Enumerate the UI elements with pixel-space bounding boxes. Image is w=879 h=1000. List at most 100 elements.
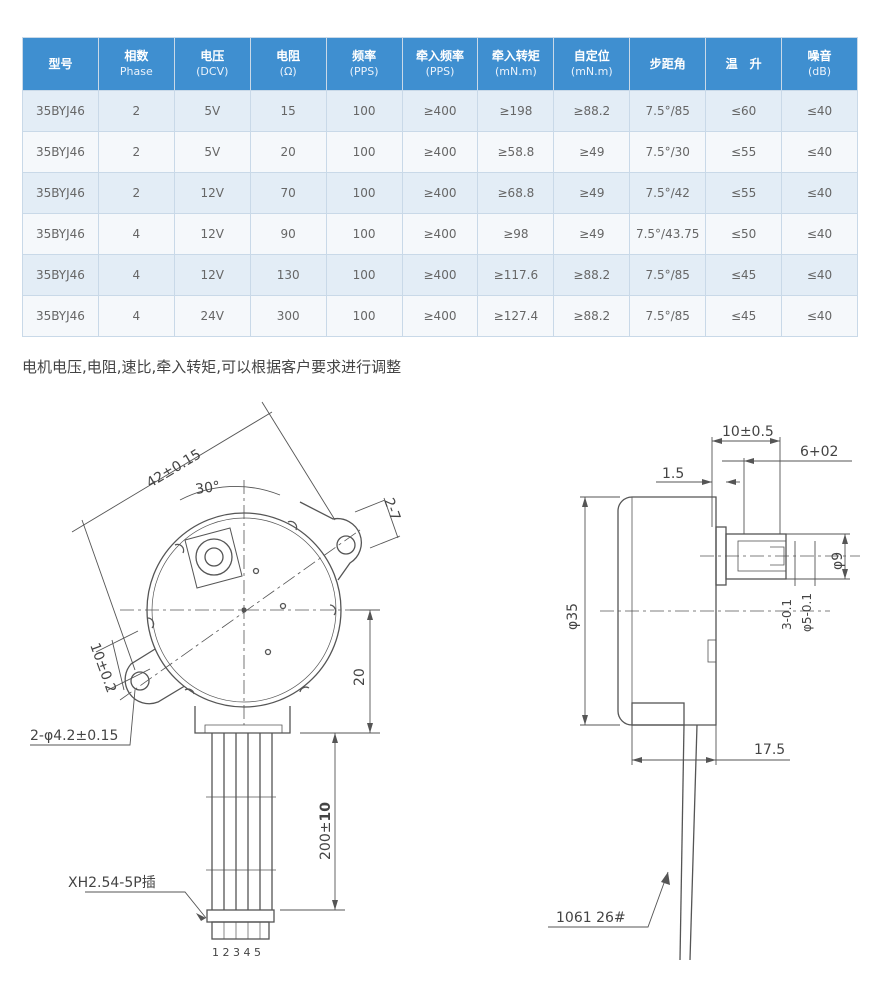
table-cell: ≥88.2: [553, 90, 631, 132]
table-cell: 7.5°/42: [629, 172, 707, 214]
dim-2-7: 2-7: [380, 496, 403, 523]
table-cell: ≥98: [477, 213, 555, 255]
table-cell: ≤40: [781, 295, 858, 337]
table-cell: 2: [97, 172, 175, 214]
table-cell: ≤55: [705, 131, 783, 173]
table-cell: 7.5°/85: [629, 254, 707, 296]
table-cell: ≥127.4: [477, 295, 555, 337]
table-cell: ≤40: [781, 90, 858, 132]
side-view: [617, 496, 787, 961]
header-voltage: 电压(DCV): [173, 37, 251, 91]
table-cell: 12V: [173, 213, 251, 255]
table-cell: ≥68.8: [477, 172, 555, 214]
side-dimensions: [548, 437, 852, 928]
table-cell: 24V: [173, 295, 251, 337]
table-cell: 20: [249, 131, 327, 173]
table-cell: ≥400: [401, 90, 479, 132]
table-cell: 4: [97, 254, 175, 296]
table-cell: 7.5°/85: [629, 295, 707, 337]
table-cell: ≤55: [705, 172, 783, 214]
table-cell: 7.5°/43.75: [629, 213, 707, 255]
table-cell: 100: [325, 131, 403, 173]
table-cell: ≤40: [781, 254, 858, 296]
table-cell: ≤45: [705, 295, 783, 337]
dim-diameter-5: φ5-0.1: [800, 593, 814, 632]
dim-3: 3-0.1: [780, 599, 794, 630]
table-cell: ≤50: [705, 213, 783, 255]
wire-spec-label: 1061 26#: [556, 910, 626, 926]
front-view: [124, 501, 362, 940]
table-cell: ≥400: [401, 254, 479, 296]
dim-6-02: 6+02: [800, 444, 838, 460]
table-cell: 35BYJ46: [22, 213, 99, 255]
dim-diameter-35: φ35: [565, 603, 581, 630]
connector-label: XH2.54-5P插: [68, 875, 156, 891]
table-cell: ≤40: [781, 131, 858, 173]
front-dimensions: [30, 401, 401, 919]
table-cell: ≥88.2: [553, 295, 631, 337]
table-cell: 100: [325, 172, 403, 214]
table-cell: 7.5°/30: [629, 131, 707, 173]
table-cell: ≤40: [781, 213, 858, 255]
table-cell: ≥49: [553, 213, 631, 255]
table-cell: 7.5°/85: [629, 90, 707, 132]
table-cell: ≥400: [401, 131, 479, 173]
dim-mounting-holes: 2-φ4.2±0.15: [30, 728, 118, 744]
table-cell: 35BYJ46: [22, 295, 99, 337]
table-cell: ≥58.8: [477, 131, 555, 173]
table-cell: ≥198: [477, 90, 555, 132]
table-cell: ≥400: [401, 295, 479, 337]
table-cell: 15: [249, 90, 327, 132]
table-cell: 4: [97, 295, 175, 337]
dim-1-5: 1.5: [662, 466, 684, 482]
header-model: 型号: [22, 37, 99, 91]
table-cell: 2: [97, 131, 175, 173]
dim-10-0-5: 10±0.5: [722, 424, 774, 440]
header-frequency: 频率(PPS): [325, 37, 403, 91]
header-step-angle: 步距角: [629, 37, 707, 91]
table-cell: ≥117.6: [477, 254, 555, 296]
table-cell: 35BYJ46: [22, 131, 99, 173]
header-detent-torque: 自定位(mN.m): [553, 37, 631, 91]
table-cell: 300: [249, 295, 327, 337]
header-temp-rise: 温 升: [705, 37, 783, 91]
connector-pins: 1 2 3 4 5: [212, 946, 261, 959]
table-cell: ≥400: [401, 213, 479, 255]
table-cell: ≤40: [781, 172, 858, 214]
header-resistance: 电阻(Ω): [249, 37, 327, 91]
table-cell: 90: [249, 213, 327, 255]
table-cell: 5V: [173, 131, 251, 173]
table-cell: ≥49: [553, 131, 631, 173]
table-cell: 130: [249, 254, 327, 296]
header-pull-in-frequency: 牵入频率(PPS): [401, 37, 479, 91]
dim-wire-length: 200±10: [318, 802, 334, 860]
table-cell: 2: [97, 90, 175, 132]
table-cell: 100: [325, 254, 403, 296]
dim-angle-30: 30°: [194, 479, 221, 498]
table-cell: ≥88.2: [553, 254, 631, 296]
table-cell: 100: [325, 295, 403, 337]
table-cell: 5V: [173, 90, 251, 132]
dim-20: 20: [352, 668, 368, 686]
table-cell: ≥400: [401, 172, 479, 214]
header-pull-in-torque: 牵入转矩(mN.m): [477, 37, 555, 91]
table-cell: 100: [325, 213, 403, 255]
motor-technical-drawing: 42±0.15 30° 2-7 10±0.2 20 2-φ4.2±0.15 20…: [30, 401, 860, 961]
table-cell: ≤60: [705, 90, 783, 132]
table-cell: 4: [97, 213, 175, 255]
table-cell: 35BYJ46: [22, 90, 99, 132]
table-cell: 100: [325, 90, 403, 132]
table-cell: 35BYJ46: [22, 254, 99, 296]
table-cell: 12V: [173, 172, 251, 214]
table-cell: ≤45: [705, 254, 783, 296]
dim-17-5: 17.5: [754, 742, 785, 758]
table-cell: 12V: [173, 254, 251, 296]
